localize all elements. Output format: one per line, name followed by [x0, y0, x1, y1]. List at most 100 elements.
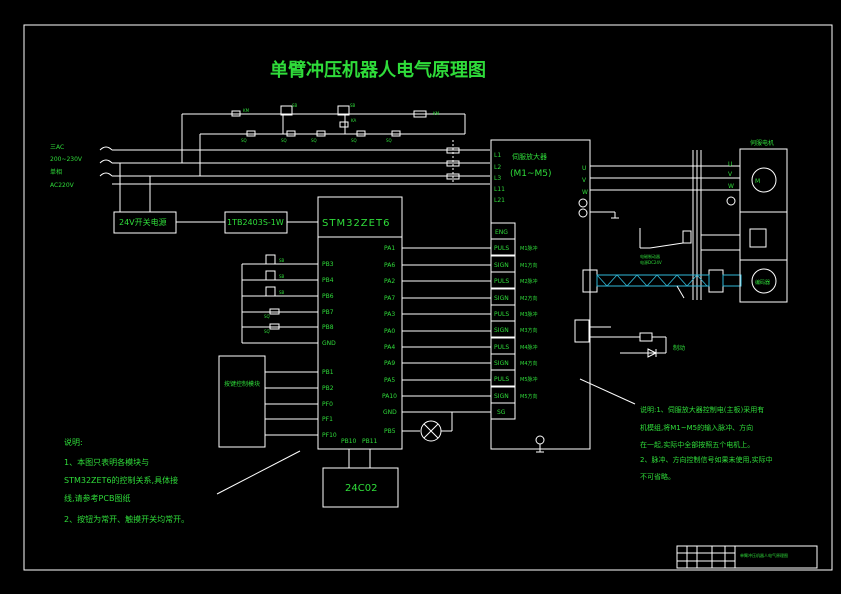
mcu-pin-pa6: PA6 — [384, 262, 395, 269]
driver-pin-sign-2: SIGN — [494, 295, 509, 302]
notes-left-line3: 线,请参考PCB图纸 — [64, 493, 130, 503]
mcu-block: STM32ZET6 PB3 PB4 PB6 PB7 PB8 GND PB1 PB… — [317, 196, 403, 450]
driver-pin-l1: L1 — [494, 152, 501, 159]
driver-subtitle: (M1~M5) — [510, 169, 552, 179]
brake-label: 制动 — [673, 344, 685, 352]
mcu-pin-pa9: PA9 — [384, 360, 395, 367]
psu-24v-block: 24V开关电源 — [113, 163, 225, 234]
svg-text:SB: SB — [279, 290, 285, 295]
signal-label-m1-dir: M1方向 — [520, 262, 538, 269]
power-label-single: 单相 — [50, 168, 62, 176]
signal-label-m5-dir: M5方向 — [520, 393, 538, 400]
svg-text:SB: SB — [279, 258, 285, 263]
mcu-pin-pb3: PB3 — [322, 261, 334, 268]
notes-right-line2: 机模组,将M1~M5的输入脉冲、方向 — [640, 423, 753, 432]
mcu-pin-pb10: PB10 — [341, 438, 357, 445]
motor-pin-v: V — [728, 171, 733, 178]
dcdc-block: 1TB2403S-1W — [224, 211, 318, 234]
notes-left: 说明: 1、本图只表明各模块与 STM32ZET6的控制关系,具体接 线,请参考… — [64, 437, 189, 524]
drawing-border — [23, 24, 833, 571]
encoder-label: 编码器 — [755, 279, 770, 286]
signal-label-m2-dir: M2方向 — [520, 295, 538, 302]
mcu-pin-pf1: PF1 — [322, 416, 333, 423]
mcu-pin-pa0: PA0 — [384, 328, 395, 335]
mcu-pin-pf10: PF10 — [322, 432, 337, 439]
svg-text:KM: KM — [433, 111, 440, 116]
svg-text:M: M — [755, 178, 760, 185]
driver-pin-puls-4: PULS — [494, 344, 509, 351]
driver-pin-sign-5: SIGN — [494, 393, 509, 400]
title-block-label: 单臂冲压机器人电气原理图 — [740, 552, 788, 558]
svg-text:电磁制动器: 电磁制动器 — [640, 253, 660, 259]
note-right-pointer — [579, 378, 636, 405]
mcu-pin-pa7: PA7 — [384, 295, 395, 302]
notes-right-line5: 不可省略。 — [640, 472, 675, 481]
signal-label-m1-pulse: M1脉冲 — [520, 245, 538, 252]
mcu-pin-pb11: PB11 — [362, 438, 378, 445]
svg-text:SQ: SQ — [264, 329, 270, 334]
svg-text:SB: SB — [279, 274, 285, 279]
diagram-title: 单臂冲压机器人电气原理图 — [270, 59, 486, 81]
driver-pin-sign-3: SIGN — [494, 327, 509, 334]
mcu-pin-pa3: PA3 — [384, 311, 395, 318]
dcdc-label: 1TB2403S-1W — [227, 218, 284, 227]
mcu-pin-pb7: PB7 — [322, 309, 334, 316]
signal-label-m2-pulse: M2脉冲 — [520, 278, 538, 285]
driver-pin-sign-4: SIGN — [494, 360, 509, 367]
driver-pin-sg: SG — [497, 409, 506, 416]
notes-left-line1: 1、本图只表明各模块与 — [64, 457, 149, 467]
keypad-block: 按键控制模块 — [218, 355, 318, 448]
mcu-driver-wiring — [402, 247, 491, 442]
driver-pin-l3: L3 — [494, 175, 501, 182]
mcu-pin-pb4: PB4 — [322, 277, 334, 284]
driver-pin-l21: L21 — [494, 197, 505, 204]
notes-right-line3: 在一起,实际中全部按照五个电机上。 — [640, 440, 754, 449]
svg-text:SQ: SQ — [281, 138, 287, 143]
keypad-label: 按键控制模块 — [224, 380, 260, 388]
power-label-ac220: AC220V — [50, 182, 75, 189]
mcu-pin-gnd-right: GND — [383, 409, 397, 416]
motor-pin-w: W — [728, 183, 734, 190]
svg-text:电源DC24V: 电源DC24V — [640, 259, 662, 265]
signal-label-m4-dir: M4方向 — [520, 360, 538, 367]
eeprom-label: 24C02 — [345, 483, 377, 494]
mcu-pin-pa10: PA10 — [382, 393, 397, 400]
mcu-pin-pa5: PA5 — [384, 377, 395, 384]
svg-text:KM: KM — [243, 108, 250, 113]
notes-left-heading: 说明: — [64, 437, 83, 447]
driver-pin-sign-1: SIGN — [494, 262, 509, 269]
mcu-pin-pb5: PB5 — [384, 428, 396, 435]
eeprom-block: 24C02 — [322, 449, 399, 508]
svg-text:SQ: SQ — [264, 314, 270, 319]
title-block: 单臂冲压机器人电气原理图 — [676, 545, 818, 569]
motor-pin-u: U — [728, 161, 732, 168]
driver-pin-w: W — [582, 189, 588, 196]
notes-left-line2: STM32ZET6的控制关系,具体接 — [64, 475, 178, 485]
driver-pin-eng: ENG — [495, 229, 508, 236]
notes-right-line1: 说明:1、伺服放大器控制电(主板)采用有 — [640, 405, 764, 414]
servo-driver-block: 伺服放大器 (M1~M5) L1 L2 L3 L11 L21 U V W — [490, 139, 591, 453]
mcu-pin-pb6: PB6 — [322, 293, 334, 300]
psu-24v-label: 24V开关电源 — [119, 217, 167, 227]
mcu-pin-gnd-left: GND — [322, 340, 336, 347]
driver-pin-puls-3: PULS — [494, 311, 509, 318]
notes-left-line4: 2、按钮为常开、触摸开关均常开。 — [64, 514, 189, 524]
mcu-pin-pa4: PA4 — [384, 344, 395, 351]
driver-pin-puls-2: PULS — [494, 278, 509, 285]
driver-title: 伺服放大器 — [512, 152, 547, 161]
svg-text:SB: SB — [350, 103, 356, 108]
mcu-pin-pf0: PF0 — [322, 401, 333, 408]
driver-pin-u: U — [582, 165, 586, 172]
notes-right: 说明:1、伺服放大器控制电(主板)采用有 机模组,将M1~M5的输入脉冲、方向 … — [640, 405, 773, 481]
power-label-3ac: 三AC — [50, 144, 64, 151]
driver-pin-puls-1: PULS — [494, 245, 509, 252]
mcu-pin-pa2: PA2 — [384, 278, 395, 285]
servo-motor-block: 伺服电机 U V W M 编码器 — [726, 139, 788, 303]
power-label-voltage: 200~230V — [50, 156, 83, 163]
mcu-pin-pb1: PB1 — [322, 369, 334, 376]
driver-pin-puls-5: PULS — [494, 376, 509, 383]
svg-text:SB: SB — [292, 103, 298, 108]
